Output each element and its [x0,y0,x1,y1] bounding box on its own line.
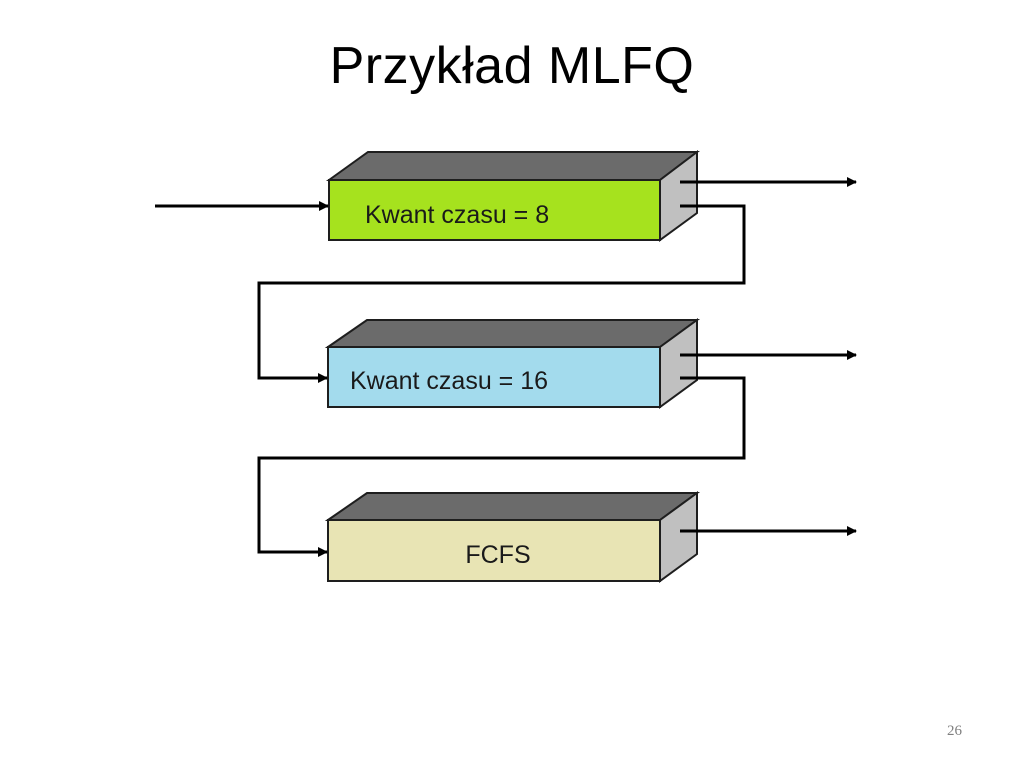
slide-title: Przykład MLFQ [329,37,695,95]
queue-1-front-face [328,179,661,241]
queue-3-front-face [327,519,661,582]
queue-2-label: Kwant czasu = 16 [350,367,548,395]
queue-1: Kwant czasu = 8 [325,149,700,242]
queue-3: FCFS [324,491,701,583]
queue-2-top-face [324,319,701,348]
queue-1-demote-arrow [257,204,746,383]
queue-1-label: Kwant czasu = 8 [365,201,549,229]
page-number: 26 [947,723,962,739]
queue-1-top-face [325,151,700,181]
flow-arrows [155,177,857,557]
queue-2: Kwant czasu = 16 [324,318,701,409]
queue-3-top-face [324,492,701,521]
queue-2-demote-arrow [257,376,746,557]
queue-3-label: FCFS [465,541,530,569]
queue-2-front-face [327,346,661,408]
